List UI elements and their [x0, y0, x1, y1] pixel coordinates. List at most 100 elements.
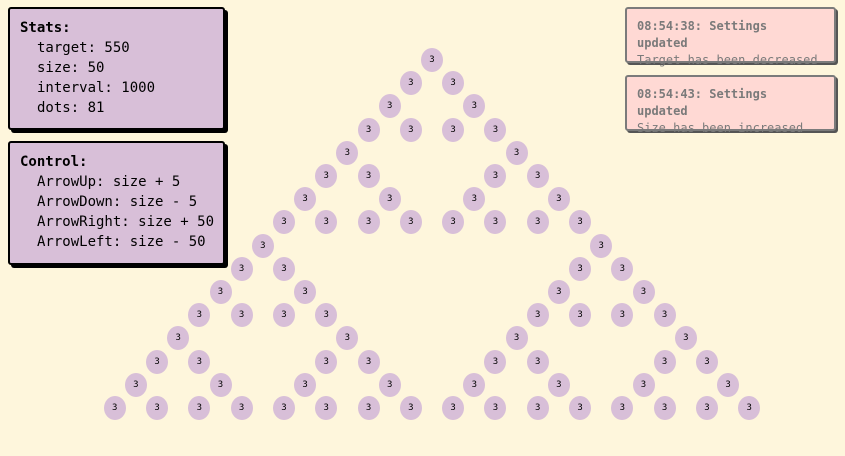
dot: 3 — [294, 187, 317, 212]
stats-interval: interval: 1000 — [37, 80, 156, 96]
dot: 3 — [569, 256, 592, 281]
dot: 3 — [695, 396, 718, 420]
dot: 3 — [463, 187, 486, 212]
dot: 3 — [336, 326, 359, 351]
dot: 3 — [399, 117, 422, 142]
dot: 3 — [484, 396, 507, 420]
dot: 3 — [569, 303, 592, 328]
dot: 3 — [632, 280, 655, 304]
dot: 3 — [674, 326, 697, 351]
control-panel: Control: ArrowUp: size + 5 ArrowDown: si… — [8, 141, 225, 265]
dot: 3 — [336, 140, 359, 165]
dot: 3 — [611, 256, 634, 281]
dot: 3 — [547, 187, 570, 212]
dot: 3 — [167, 326, 190, 351]
stats-size: size: 50 — [37, 60, 105, 76]
stats-panel: Stats: target: 550 size: 50 interval: 10… — [8, 7, 225, 130]
notification-message: Size has been increased — [637, 121, 804, 135]
control-arrow-left: ArrowLeft: size - 50 — [37, 234, 206, 250]
dot: 3 — [294, 280, 317, 304]
dot: 3 — [103, 396, 126, 420]
notification-toast: 08:54:43: Settings updated Size has been… — [625, 75, 836, 135]
notification-title: 08:54:43: Settings updated — [637, 87, 768, 118]
dot: 3 — [463, 372, 486, 397]
dot: 3 — [463, 94, 486, 119]
dot: 3 — [230, 396, 253, 420]
stats-heading: Stats: — [20, 20, 71, 36]
dot: 3 — [484, 349, 507, 374]
dot: 3 — [188, 396, 211, 420]
dot: 3 — [146, 349, 169, 374]
dot: 3 — [399, 396, 422, 420]
dot: 3 — [378, 94, 401, 119]
dot: 3 — [442, 71, 465, 96]
stats-dots: dots: 81 — [37, 100, 105, 116]
dot: 3 — [738, 396, 761, 420]
dot: 3 — [378, 372, 401, 397]
dot: 3 — [484, 164, 507, 188]
dot: 3 — [484, 210, 507, 235]
dot: 3 — [357, 210, 380, 235]
dot: 3 — [505, 140, 528, 165]
dot: 3 — [357, 396, 380, 420]
dot: 3 — [526, 396, 549, 420]
dot: 3 — [357, 349, 380, 374]
dot: 3 — [188, 349, 211, 374]
dot: 3 — [230, 303, 253, 328]
dot: 3 — [272, 210, 295, 235]
dot: 3 — [294, 372, 317, 397]
dot: 3 — [378, 187, 401, 212]
dot: 3 — [251, 233, 274, 258]
dot: 3 — [526, 210, 549, 235]
dot: 3 — [272, 256, 295, 281]
dot: 3 — [230, 256, 253, 281]
dot: 3 — [526, 303, 549, 328]
dot: 3 — [315, 303, 338, 328]
dot: 3 — [146, 396, 169, 420]
dot: 3 — [526, 349, 549, 374]
notification-message: Target has been decreased — [637, 53, 818, 67]
dot: 3 — [272, 303, 295, 328]
dot: 3 — [315, 349, 338, 374]
control-arrow-up: ArrowUp: size + 5 — [37, 174, 181, 190]
dot: 3 — [357, 117, 380, 142]
dot: 3 — [315, 210, 338, 235]
dot: 3 — [399, 210, 422, 235]
dot: 3 — [526, 164, 549, 188]
notification-title: 08:54:38: Settings updated — [637, 19, 768, 50]
dot: 3 — [653, 396, 676, 420]
dot: 3 — [442, 210, 465, 235]
dot: 3 — [209, 372, 232, 397]
control-heading: Control: — [20, 154, 88, 170]
dot: 3 — [547, 280, 570, 304]
dot: 3 — [442, 396, 465, 420]
control-arrow-down: ArrowDown: size - 5 — [37, 194, 198, 210]
dot: 3 — [590, 233, 613, 258]
dot: 3 — [569, 396, 592, 420]
notification-toast: 08:54:38: Settings updated Target has be… — [625, 7, 836, 67]
dot: 3 — [611, 396, 634, 420]
dot: 3 — [209, 280, 232, 304]
dot: 3 — [188, 303, 211, 328]
dot: 3 — [695, 349, 718, 374]
dot: 3 — [124, 372, 147, 397]
dot: 3 — [315, 396, 338, 420]
dot: 3 — [357, 164, 380, 188]
dot: 3 — [421, 48, 443, 72]
dot: 3 — [505, 326, 528, 351]
control-arrow-right: ArrowRight: size + 50 — [37, 214, 215, 230]
dot: 3 — [653, 303, 676, 328]
dot: 3 — [315, 164, 338, 188]
dot: 3 — [569, 210, 592, 235]
dot: 3 — [611, 303, 634, 328]
dot: 3 — [272, 396, 295, 420]
dot: 3 — [442, 117, 465, 142]
dot: 3 — [399, 71, 422, 96]
dot: 3 — [653, 349, 676, 374]
stats-target: target: 550 — [37, 40, 130, 56]
dot: 3 — [632, 372, 655, 397]
dot: 3 — [547, 372, 570, 397]
dot: 3 — [484, 117, 507, 142]
dot: 3 — [717, 372, 740, 397]
